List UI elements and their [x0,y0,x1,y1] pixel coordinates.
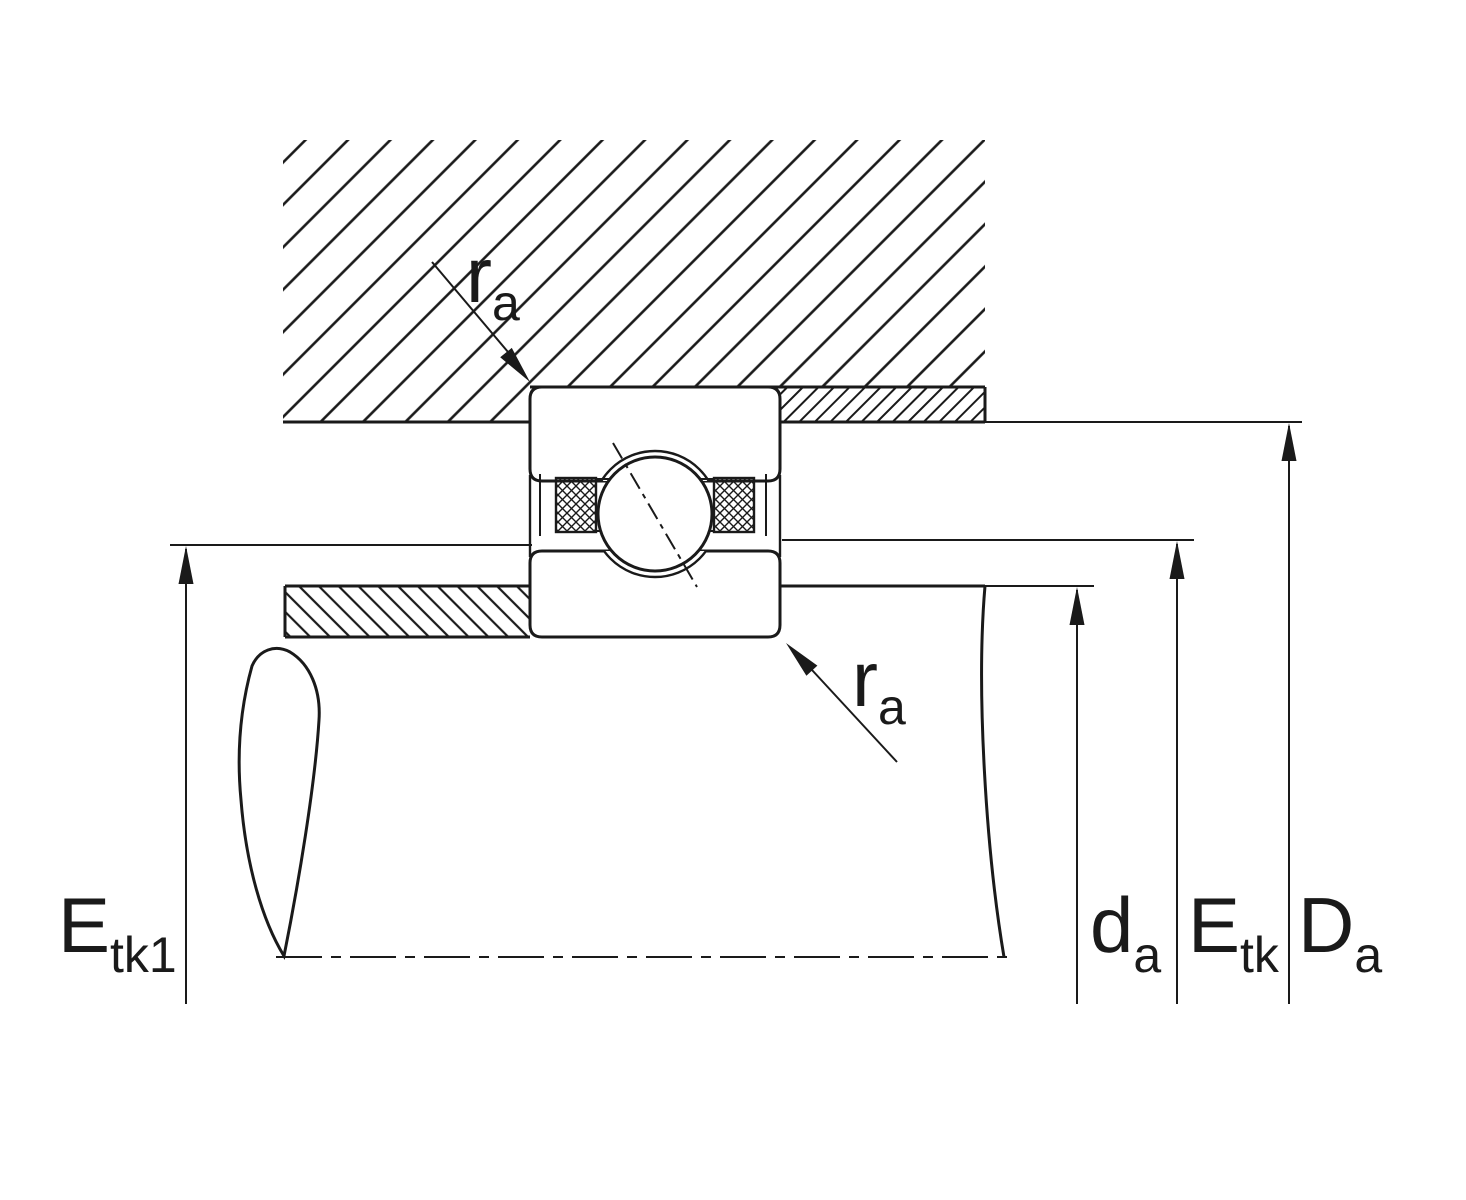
leader-ra-bottom: ra [786,635,906,763]
ra-bottom-leader-line [811,669,898,763]
da-arrowhead [1069,587,1085,625]
housing-step-hatch [780,387,985,422]
ra-bottom-arrowhead [786,643,818,676]
housing-hatch [283,140,985,422]
ra-top-leader-line [431,261,509,353]
leader-ra-top: ra [431,231,530,382]
contact-angle-line [612,442,698,588]
cage-left [554,476,598,534]
Da-label: Da [1298,881,1382,983]
ra-bottom-label: ra [852,635,906,735]
ra-top-arrowhead [500,347,530,382]
dimension-etk: Etk [782,539,1280,1004]
shaft-relief-groove [237,647,321,961]
inner-raceway [590,551,720,579]
shaft-section [237,584,1006,961]
cage-right [712,476,756,534]
etk1-label: Etk1 [58,881,177,983]
bearing-inner-ring [528,549,782,639]
housing-section [283,140,987,424]
bearing [528,385,782,639]
etk1-arrowhead [178,546,194,584]
shaft-contour-right [980,585,1006,958]
etk-arrowhead [1169,541,1185,579]
etk-label: Etk [1188,881,1280,983]
da-label: da [1090,881,1161,983]
dimension-Da: Da [985,421,1382,1004]
bearing-outer-ring [528,385,782,483]
shaft-shoulder-hatch [285,586,530,637]
outer-raceway [590,449,720,481]
ra-top-label: ra [466,231,520,331]
dimension-da: da [985,585,1161,1004]
Da-arrowhead [1281,423,1297,461]
dimension-etk1: Etk1 [58,544,532,1004]
